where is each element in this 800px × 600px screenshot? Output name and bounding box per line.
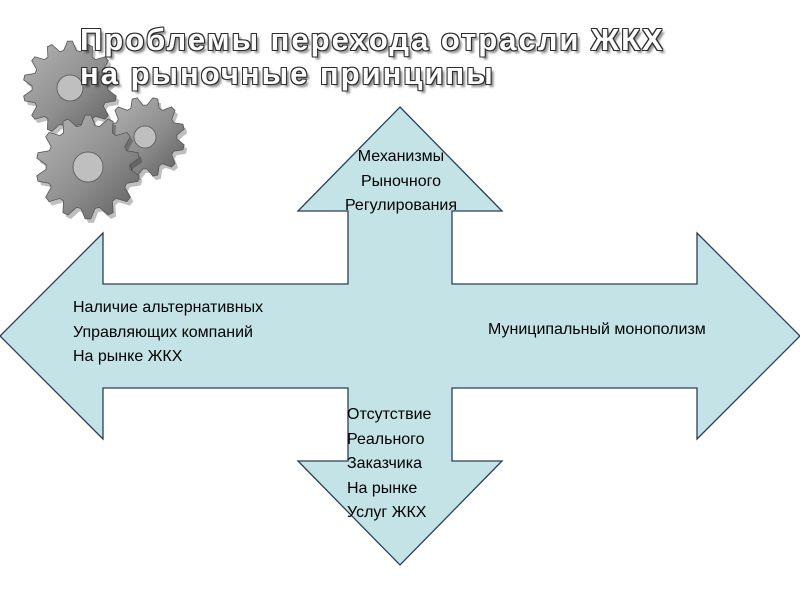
arrow-top-label: Механизмы Рыночного Регулирования	[326, 145, 476, 219]
arrow-bottom-line: На рынке	[347, 479, 418, 497]
arrow-bottom-line: Заказчика	[347, 455, 422, 472]
arrow-left-line: Управляющих компаний	[73, 323, 253, 341]
gears-icon	[23, 40, 188, 223]
arrow-top-line: Рыночного	[360, 172, 441, 190]
four-way-arrow-shape	[0, 106, 800, 566]
arrow-left-line: Наличие альтернативных	[73, 299, 264, 316]
arrow-left-label: Наличие альтернативных Управляющих компа…	[73, 296, 263, 370]
arrow-bottom-line: Отсутствие	[347, 406, 432, 423]
arrow-top-line: Механизмы	[357, 148, 445, 165]
gear-body	[36, 114, 140, 220]
arrow-top-line: Регулирования	[344, 197, 458, 214]
arrow-right-label: Муниципальный монополизм	[488, 318, 706, 343]
arrow-bottom-line: Услуг ЖКХ	[347, 504, 427, 521]
page-title-line-1: Проблемы перехода отрасли ЖКХ	[80, 22, 665, 57]
arrow-right-line: Муниципальный монополизм	[488, 321, 706, 338]
gear-large-top-icon	[23, 40, 120, 139]
arrow-left-line: На рынке ЖКХ	[73, 348, 183, 365]
gear-large-bottom-icon	[36, 114, 143, 223]
page-title-line-2: на рыночные принципы	[80, 56, 495, 91]
arrow-bottom-line: Реального	[347, 430, 425, 448]
arrow-bottom-label: Отсутствие Реального Заказчика На рынке …	[347, 403, 431, 526]
